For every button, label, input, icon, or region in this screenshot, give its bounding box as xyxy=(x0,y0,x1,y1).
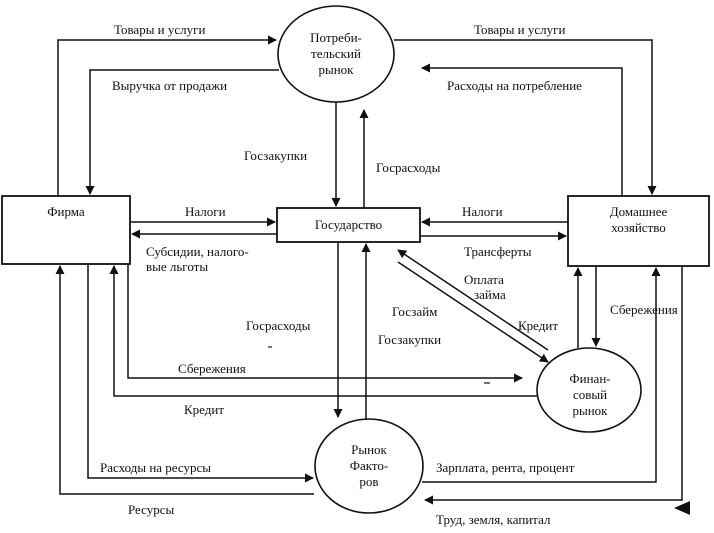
label-taxes-left: Налоги xyxy=(185,204,226,219)
financial-market-line-3: рынок xyxy=(572,403,608,418)
label-gov-loan: Госзайм xyxy=(392,304,438,319)
consumer-market-line-2: тельский xyxy=(311,46,361,61)
arrow-resources-to-firm xyxy=(55,265,314,495)
household-line-1: Домашнее xyxy=(609,204,668,219)
label-resource-spending: Расходы на ресурсы xyxy=(100,460,212,475)
label-subsidies: Субсидии, налого- вые льготы xyxy=(146,244,249,274)
label-subsidies-line-1: Субсидии, налого- xyxy=(146,244,249,259)
label-taxes-right: Налоги xyxy=(462,204,503,219)
state-label-text: Государство xyxy=(314,217,383,232)
label-loan-payment-line-2: займа xyxy=(474,287,506,302)
label-gov-purchases-top: Госзакупки xyxy=(244,148,308,163)
factor-market-line-2: Факто- xyxy=(349,458,389,473)
firm-label-text: Фирма xyxy=(47,204,85,219)
label-goods-services-left: Товары и услуги xyxy=(114,22,206,37)
arrow-gov-loan-to-finmarket xyxy=(397,261,549,363)
arrow-goods-firm-to-consumer xyxy=(57,35,277,196)
factor-market-line-3: ров xyxy=(359,474,379,489)
arrow-resource-spending xyxy=(87,264,314,483)
firm-shape xyxy=(1,195,131,265)
label-gov-spending-top: Госрасходы xyxy=(376,160,441,175)
label-labor-land-capital: Труд, земля, капитал xyxy=(436,512,551,527)
label-savings-household: Сбережения xyxy=(610,302,678,317)
arrow-savings-firm-to-finmarket xyxy=(127,264,523,383)
stray-arrowhead-mark xyxy=(674,501,690,515)
label-savings-firm: Сбережения xyxy=(178,361,246,376)
household-line-2: хозяйство xyxy=(611,220,666,235)
state-shape xyxy=(276,207,421,243)
financial-market-label: Финан- совый рынок xyxy=(545,368,635,422)
label-loan-payment-line-1: Оплата xyxy=(464,272,504,287)
arrow-labor-land-capital xyxy=(424,266,683,505)
arrow-goods-consumer-to-household xyxy=(394,39,657,195)
arrow-wages-to-household xyxy=(422,267,661,483)
label-loan-payment: Оплата займа xyxy=(464,272,506,302)
label-transfers: Трансферты xyxy=(464,244,532,259)
financial-market-line-2: совый xyxy=(572,387,608,402)
label-goods-services-right: Товары и услуги xyxy=(474,22,566,37)
label-wages-rent-interest: Зарплата, рента, процент xyxy=(436,460,575,475)
label-sales-revenue: Выручка от продажи xyxy=(112,78,228,93)
label-consumption-spending: Расходы на потребление xyxy=(447,78,582,93)
household-label: Домашнее хозяйство xyxy=(568,200,709,240)
label-credit-household: Кредит xyxy=(518,318,559,333)
label-gov-purchases-bottom: Госзакупки xyxy=(378,332,442,347)
state-label: Государство xyxy=(277,208,420,242)
factor-market-line-1: Рынок xyxy=(351,442,387,457)
label-credit-firm: Кредит xyxy=(184,402,225,417)
label-gov-spending-bottom: Госрасходы xyxy=(246,318,311,333)
factor-market-label: Рынок Факто- ров xyxy=(324,438,414,494)
consumer-market-line-3: рынок xyxy=(318,62,354,77)
household-shape xyxy=(567,195,710,267)
label-subsidies-line-2: вые льготы xyxy=(146,259,209,274)
consumer-market-label: Потреби- тельский рынок xyxy=(290,24,382,84)
firm-label: Фирма xyxy=(2,200,130,224)
arrow-loan-payment-to-state xyxy=(397,249,549,351)
consumer-market-line-1: Потреби- xyxy=(310,30,362,45)
label-resources: Ресурсы xyxy=(128,502,175,517)
arrow-revenue-to-firm xyxy=(85,69,279,195)
financial-market-line-1: Финан- xyxy=(569,371,611,386)
financial-market-shape xyxy=(536,347,642,433)
factor-market-shape xyxy=(314,418,424,514)
arrow-credit-to-firm xyxy=(109,265,538,397)
arrow-consumption-to-consumer xyxy=(421,63,623,196)
